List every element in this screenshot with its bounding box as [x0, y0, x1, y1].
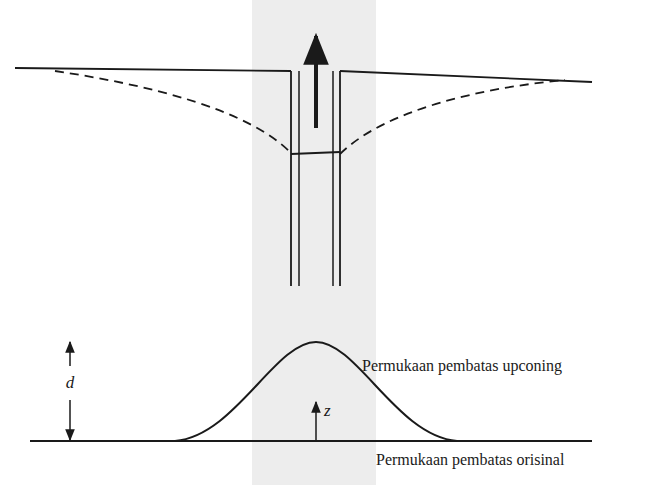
drawdown-cone	[55, 71, 292, 154]
well-casing	[290, 71, 292, 286]
interface-label: Permukaan pembatas orisinal	[376, 451, 564, 469]
interface-label: Permukaan pembatas upconing	[362, 357, 562, 375]
dimension-arrow	[69, 342, 71, 366]
well-water-level	[291, 152, 340, 154]
scan-band	[252, 0, 376, 485]
well-casing	[298, 71, 300, 286]
well-casing	[332, 71, 334, 286]
well-casing	[339, 71, 341, 286]
original-interface	[30, 440, 592, 442]
rise-arrow	[315, 402, 317, 440]
dimension-label: d	[66, 374, 75, 393]
pumping-arrow	[314, 36, 318, 128]
dimension-arrow	[69, 400, 71, 440]
drawdown-cone	[340, 80, 565, 154]
upconing-interface	[175, 342, 457, 441]
rise-label: z	[324, 402, 331, 421]
